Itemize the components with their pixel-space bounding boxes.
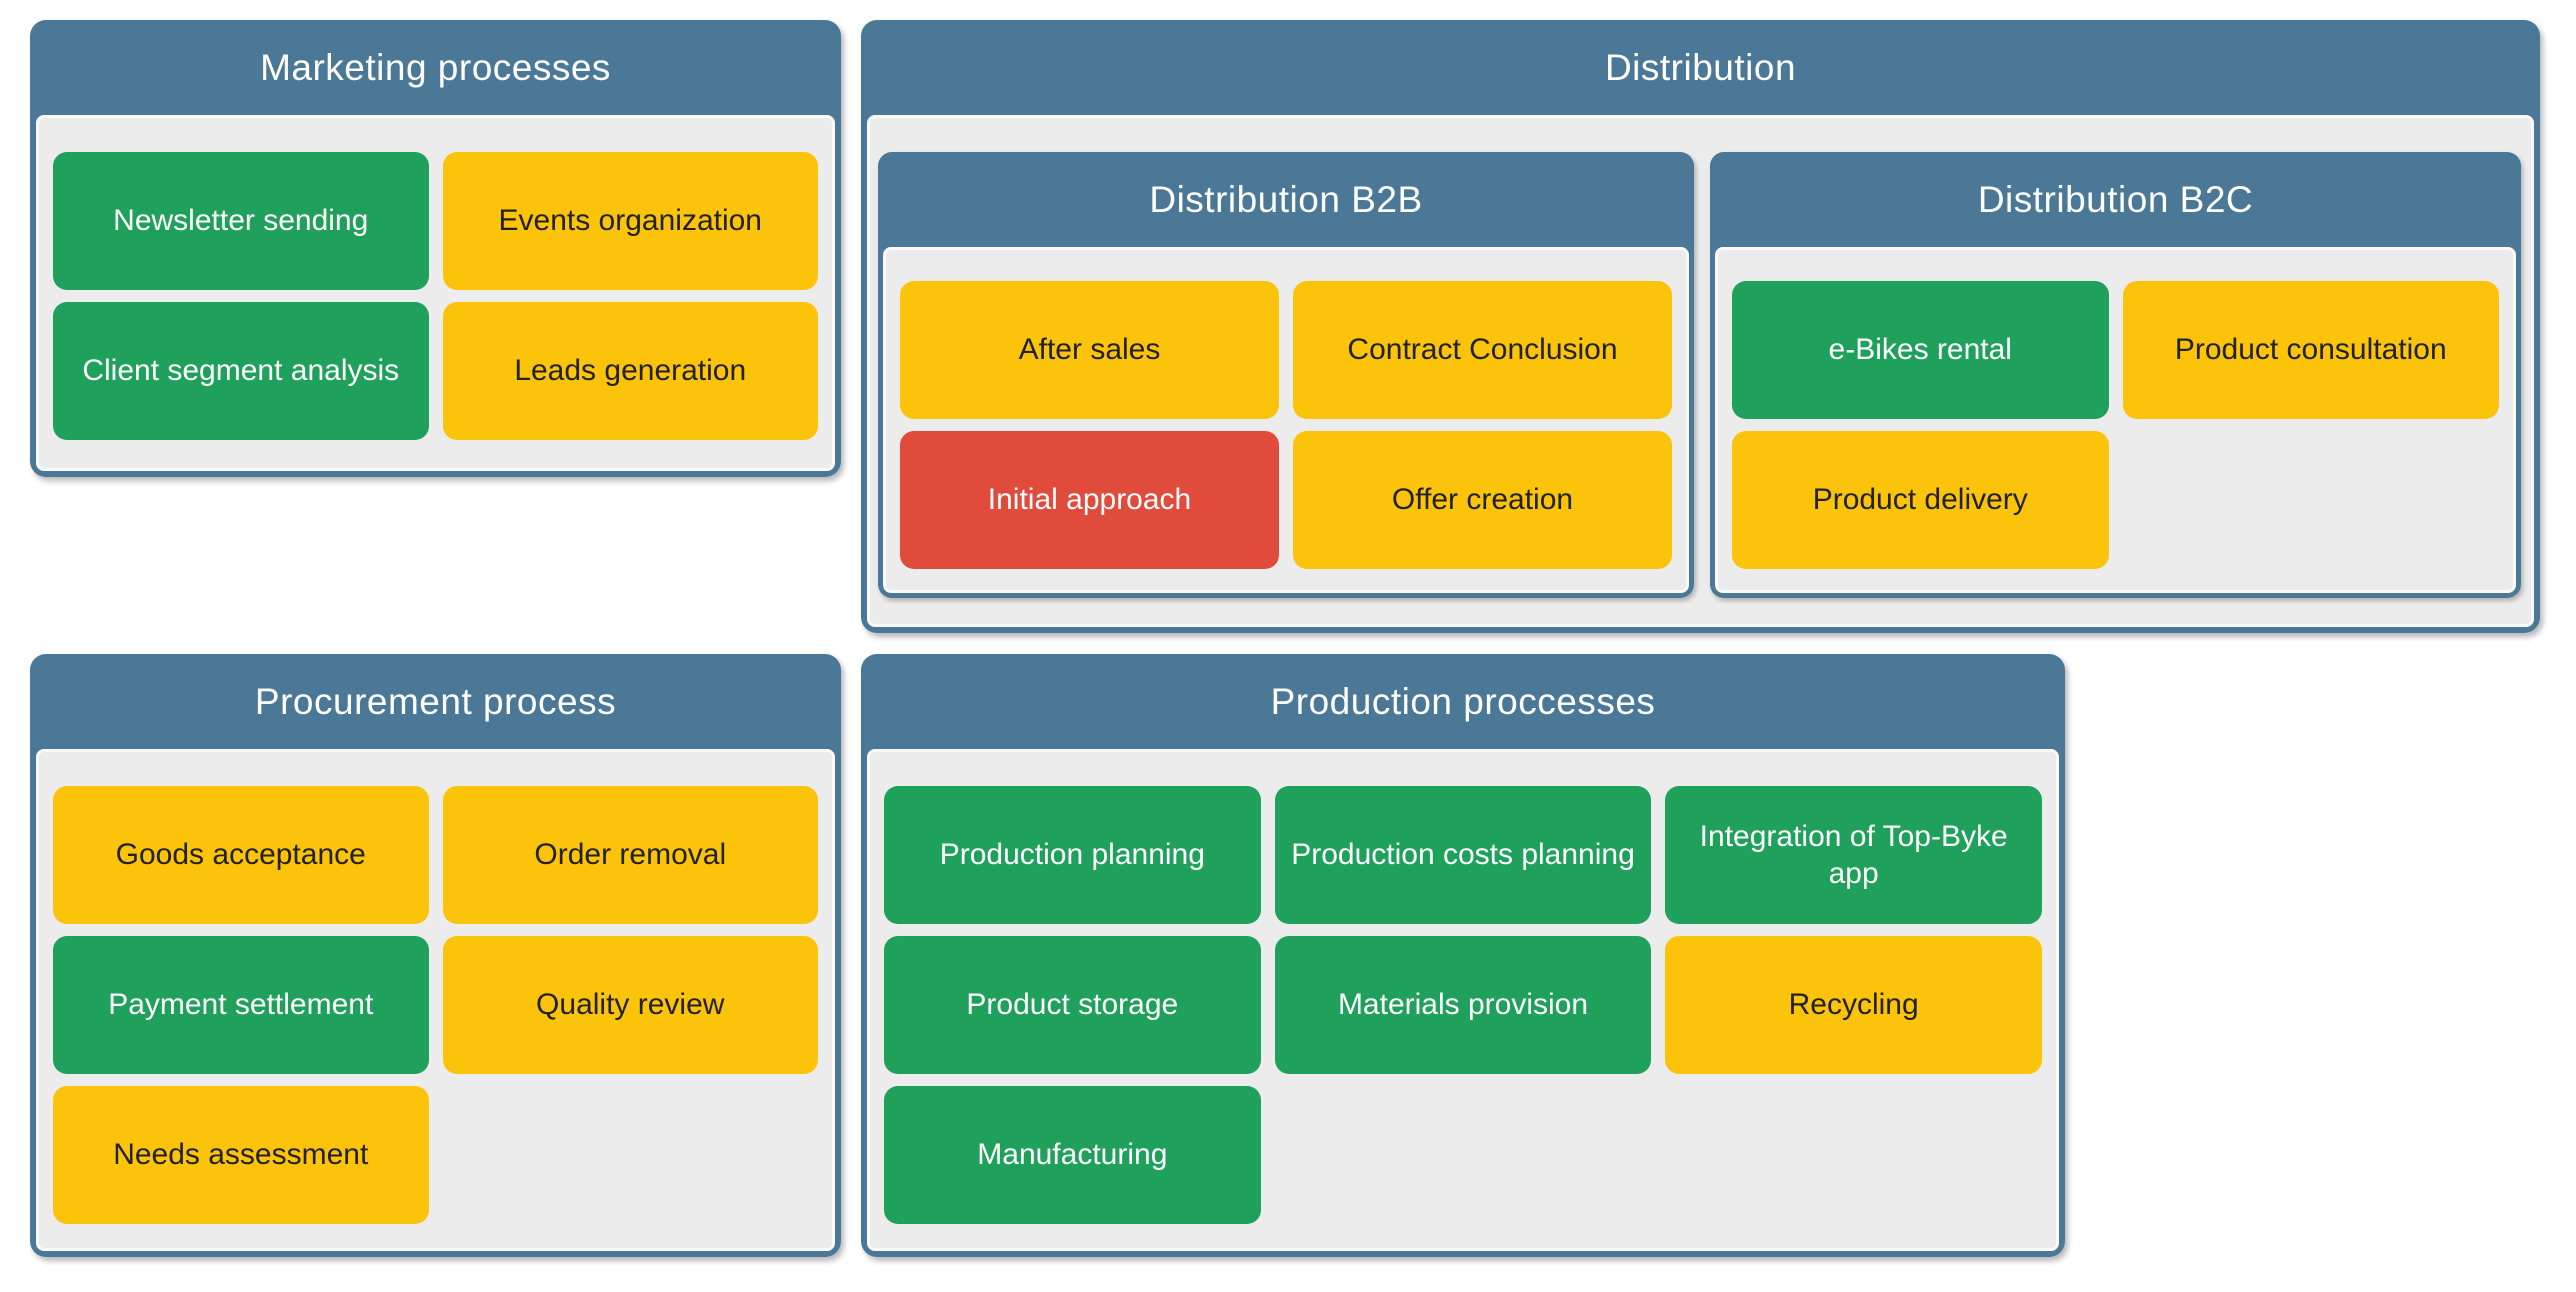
process-box-label: Events organization — [498, 204, 763, 238]
panel-distribution-body: Distribution B2B After sales Contract Co… — [867, 115, 2534, 627]
process-box-leads-generation[interactable]: Leads generation — [442, 302, 818, 440]
panel-distribution-header: Distribution — [861, 20, 2540, 115]
subpanel-b2c-header: Distribution B2C — [1710, 152, 2521, 247]
process-box-label: Needs assessment — [113, 1138, 369, 1172]
panel-marketing-header: Marketing processes — [30, 20, 841, 115]
process-box-integration-top-byke-app[interactable]: Integration of Top-Byke app — [1665, 786, 2042, 924]
panel-marketing-body: Newsletter sending Events organization C… — [36, 115, 835, 471]
process-box-label: Contract Conclusion — [1347, 333, 1618, 367]
process-box-label: Client segment analysis — [82, 354, 400, 388]
process-box-label: Production planning — [939, 838, 1205, 872]
process-box-label: Goods acceptance — [115, 838, 366, 872]
process-box-goods-acceptance[interactable]: Goods acceptance — [53, 786, 429, 924]
subpanel-b2b-title: Distribution B2B — [1149, 178, 1423, 220]
process-box-label: Production costs planning — [1291, 838, 1635, 872]
panel-procurement-title: Procurement process — [254, 680, 617, 722]
process-box-contract-conclusion[interactable]: Contract Conclusion — [1293, 281, 1672, 419]
process-box-newsletter-sending[interactable]: Newsletter sending — [53, 152, 429, 290]
process-box-label: e-Bikes rental — [1828, 333, 2012, 367]
process-box-offer-creation[interactable]: Offer creation — [1293, 431, 1672, 569]
process-box-order-removal[interactable]: Order removal — [442, 786, 818, 924]
process-box-label: Newsletter sending — [113, 204, 369, 238]
process-box-manufacturing[interactable]: Manufacturing — [884, 1086, 1261, 1224]
subpanel-distribution-b2c[interactable]: Distribution B2C e-Bikes rental Product … — [1710, 152, 2521, 598]
process-box-production-planning[interactable]: Production planning — [884, 786, 1261, 924]
process-box-label: After sales — [1018, 333, 1161, 367]
process-box-label: Leads generation — [514, 354, 747, 388]
panel-procurement[interactable]: Procurement process Goods acceptance Ord… — [30, 654, 841, 1257]
process-box-e-bikes-rental[interactable]: e-Bikes rental — [1732, 281, 2109, 419]
process-box-product-consultation[interactable]: Product consultation — [2122, 281, 2499, 419]
process-box-payment-settlement[interactable]: Payment settlement — [53, 936, 429, 1074]
panel-marketing-title: Marketing processes — [260, 46, 611, 88]
process-box-quality-review[interactable]: Quality review — [442, 936, 818, 1074]
process-box-label: Order removal — [534, 838, 727, 872]
panel-production-header: Production proccesses — [861, 654, 2065, 749]
process-box-label: Integration of Top-Byke app — [1699, 819, 2008, 891]
panel-production[interactable]: Production proccesses Production plannin… — [861, 654, 2065, 1257]
panel-marketing[interactable]: Marketing processes Newsletter sending E… — [30, 20, 841, 477]
process-box-product-delivery[interactable]: Product delivery — [1732, 431, 2109, 569]
subpanel-distribution-b2b[interactable]: Distribution B2B After sales Contract Co… — [878, 152, 1694, 598]
panel-distribution[interactable]: Distribution Distribution B2B After sale… — [861, 20, 2540, 633]
process-box-production-costs-planning[interactable]: Production costs planning — [1274, 786, 1652, 924]
process-box-after-sales[interactable]: After sales — [900, 281, 1279, 419]
panel-production-title: Production proccesses — [1270, 680, 1656, 722]
process-box-label: Recycling — [1788, 988, 1919, 1022]
panel-procurement-body: Goods acceptance Order removal Payment s… — [36, 749, 835, 1251]
process-box-events-organization[interactable]: Events organization — [442, 152, 818, 290]
panel-procurement-header: Procurement process — [30, 654, 841, 749]
process-box-client-segment-analysis[interactable]: Client segment analysis — [53, 302, 429, 440]
process-box-label: Product storage — [966, 988, 1179, 1022]
process-box-label: Initial approach — [987, 483, 1192, 517]
process-box-initial-approach[interactable]: Initial approach — [900, 431, 1279, 569]
process-box-product-storage[interactable]: Product storage — [884, 936, 1261, 1074]
subpanel-b2b-body: After sales Contract Conclusion Initial … — [883, 247, 1689, 593]
process-box-label: Product delivery — [1812, 483, 2028, 517]
process-box-label: Offer creation — [1391, 483, 1574, 517]
process-box-recycling[interactable]: Recycling — [1665, 936, 2042, 1074]
panel-distribution-title: Distribution — [1604, 46, 1797, 88]
process-box-label: Product consultation — [2174, 333, 2447, 367]
process-box-label: Payment settlement — [108, 988, 374, 1022]
subpanel-b2b-header: Distribution B2B — [878, 152, 1694, 247]
panel-production-body: Production planning Production costs pla… — [867, 749, 2059, 1251]
process-box-label: Manufacturing — [977, 1138, 1168, 1172]
subpanel-b2c-body: e-Bikes rental Product consultation Prod… — [1715, 247, 2516, 593]
process-box-needs-assessment[interactable]: Needs assessment — [53, 1086, 429, 1224]
process-box-label: Quality review — [536, 988, 725, 1022]
process-box-label: Materials provision — [1337, 988, 1589, 1022]
process-box-materials-provision[interactable]: Materials provision — [1274, 936, 1652, 1074]
subpanel-b2c-title: Distribution B2C — [1977, 178, 2254, 220]
